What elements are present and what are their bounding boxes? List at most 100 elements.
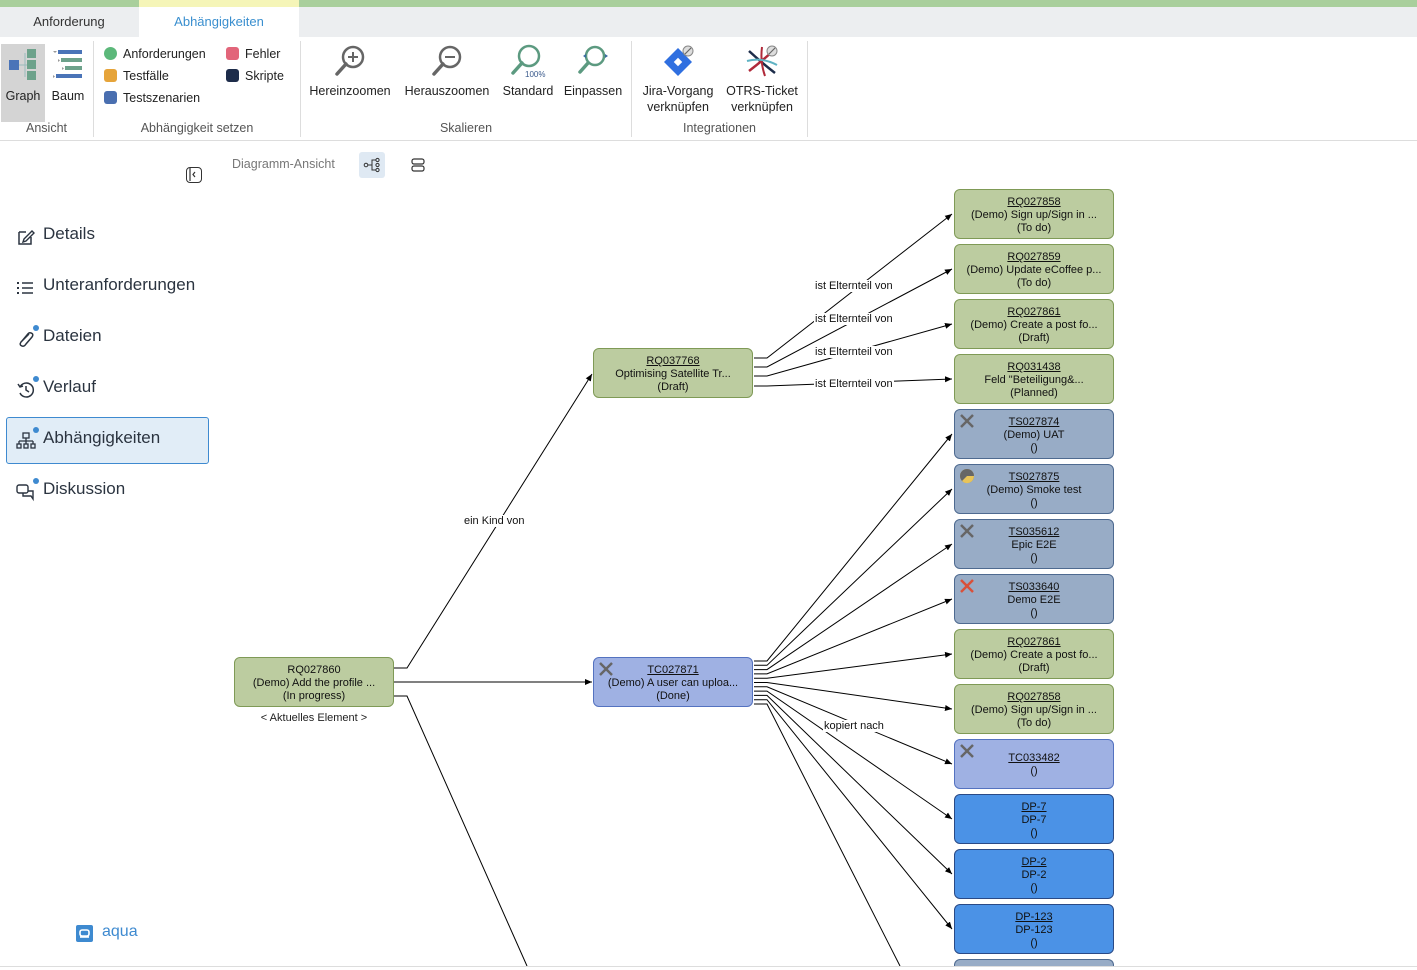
node-status: (Draft) bbox=[1018, 332, 1050, 344]
notification-dot bbox=[33, 478, 39, 484]
graph-view-button[interactable]: Graph bbox=[1, 44, 45, 122]
jira-link-button[interactable]: Jira-Vorgang verknüpfen bbox=[638, 43, 718, 115]
node-id-link[interactable]: RQ027861 bbox=[1007, 636, 1061, 648]
diagram-view-button[interactable] bbox=[359, 152, 385, 178]
graph-node-partial[interactable] bbox=[954, 959, 1114, 967]
sidebar-label-details: Details bbox=[43, 224, 95, 243]
ribbon-toolbar: Graph Baum Ansicht Anforderungen Testfäl… bbox=[0, 37, 1417, 141]
collapse-sidebar-button[interactable] bbox=[186, 167, 202, 183]
node-title: (Demo) Update eCoffee p... bbox=[966, 264, 1102, 276]
node-id-link[interactable]: DP-7 bbox=[1021, 801, 1047, 813]
sidebar-item-abhaengigkeiten[interactable]: Abhängigkeiten bbox=[6, 417, 209, 464]
top-accent-bar bbox=[0, 0, 1417, 7]
node-id-link[interactable]: TS033640 bbox=[1008, 581, 1060, 593]
node-title: DP-7 bbox=[1021, 814, 1047, 826]
defects-label: Fehler bbox=[245, 47, 281, 61]
graph-node-req[interactable]: RQ027859(Demo) Update eCoffee p...(To do… bbox=[954, 244, 1114, 294]
sidebar-item-verlauf[interactable]: Verlauf bbox=[6, 366, 209, 413]
ribbon-group-integrationen: Jira-Vorgang verknüpfen OTRS-Ticket verk… bbox=[632, 41, 808, 137]
node-id-link[interactable]: RQ037768 bbox=[646, 355, 700, 367]
set-testscenario-dependency-button[interactable]: Testszenarien bbox=[104, 89, 200, 107]
node-id-link[interactable]: TC027871 bbox=[647, 664, 699, 676]
graph-node-req[interactable]: RQ027858(Demo) Sign up/Sign in ...(To do… bbox=[954, 684, 1114, 734]
graph-node-root[interactable]: RQ027860 (Demo) Add the profile ... (In … bbox=[234, 657, 394, 707]
sidebar-label-unteranforderungen: Unteranforderungen bbox=[43, 275, 196, 294]
edit-icon bbox=[18, 230, 35, 245]
notification-dot bbox=[33, 376, 39, 382]
node-id-link[interactable]: RQ027858 bbox=[1007, 691, 1061, 703]
graph-node-req[interactable]: RQ027858(Demo) Sign up/Sign in ...(To do… bbox=[954, 189, 1114, 239]
notification-dot bbox=[33, 325, 39, 331]
sidebar-label-abhaengigkeiten: Abhängigkeiten bbox=[43, 428, 161, 447]
testcase-icon bbox=[104, 69, 117, 82]
status-not-run-icon bbox=[960, 414, 974, 428]
graph-node-ts[interactable]: TS027874(Demo) UAT() bbox=[954, 409, 1114, 459]
zoom-reset-button[interactable]: 100% Standard bbox=[501, 43, 555, 99]
node-id-link[interactable]: TS035612 bbox=[1008, 526, 1060, 538]
node-status: () bbox=[1030, 882, 1038, 894]
graph-node-req[interactable]: RQ027861(Demo) Create a post fo...(Draft… bbox=[954, 299, 1114, 349]
zoom-in-button[interactable]: Hereinzoomen bbox=[307, 43, 393, 99]
node-id-link[interactable]: TC033482 bbox=[1008, 752, 1060, 764]
graph-node-testcase[interactable]: TC027871 (Demo) A user can uploa... (Don… bbox=[593, 657, 753, 707]
node-title: (Demo) Sign up/Sign in ... bbox=[971, 704, 1097, 716]
zoom-fit-button[interactable]: Einpassen bbox=[561, 43, 625, 99]
set-requirement-dependency-button[interactable]: Anforderungen bbox=[104, 45, 206, 63]
tab-anforderung[interactable]: Anforderung bbox=[33, 14, 105, 29]
edge-testcase-link bbox=[754, 690, 953, 820]
graph-node-parent[interactable]: RQ037768 Optimising Satellite Tr... (Dra… bbox=[593, 348, 753, 398]
dependency-graph-canvas[interactable] bbox=[220, 185, 1417, 966]
node-id-link[interactable]: DP-2 bbox=[1021, 856, 1047, 868]
history-icon bbox=[17, 382, 35, 398]
diagram-view-icon bbox=[363, 157, 380, 173]
node-status: () bbox=[1030, 552, 1038, 564]
graph-node-tc[interactable]: TC033482() bbox=[954, 739, 1114, 789]
node-status: () bbox=[1030, 497, 1038, 509]
node-id-link[interactable]: TS027874 bbox=[1008, 416, 1060, 428]
sidebar-label-verlauf: Verlauf bbox=[43, 377, 96, 396]
node-id-link[interactable]: TS027875 bbox=[1008, 471, 1060, 483]
sidebar-item-unteranforderungen[interactable]: Unteranforderungen bbox=[6, 264, 209, 311]
zoom-out-button[interactable]: Herauszoomen bbox=[401, 43, 493, 99]
dependencies-icon bbox=[16, 432, 36, 449]
tree-view-button[interactable]: Baum bbox=[47, 44, 89, 122]
node-status: (To do) bbox=[1016, 277, 1052, 289]
set-script-dependency-button[interactable]: Skripte bbox=[226, 67, 284, 85]
edge-label-parent-of: ist Elternteil von bbox=[814, 280, 894, 292]
bottom-divider bbox=[0, 966, 1417, 967]
otrs-link-button[interactable]: OTRS-Ticket verknüpfen bbox=[722, 43, 802, 115]
node-status: (In progress) bbox=[282, 690, 346, 702]
tab-abhaengigkeiten[interactable]: Abhängigkeiten bbox=[139, 7, 299, 37]
node-id-link[interactable]: DP-123 bbox=[1015, 911, 1053, 923]
set-testcase-dependency-button[interactable]: Testfälle bbox=[104, 67, 169, 85]
node-status: (Draft) bbox=[1018, 662, 1050, 674]
otrs-link-icon bbox=[746, 45, 778, 77]
edge-root-downward bbox=[394, 695, 528, 966]
edge-testcase-link bbox=[754, 699, 953, 930]
node-id-link[interactable]: RQ027858 bbox=[1007, 196, 1061, 208]
set-defect-dependency-button[interactable]: Fehler bbox=[226, 45, 280, 63]
sidebar-item-diskussion[interactable]: Diskussion bbox=[6, 468, 209, 515]
sidebar-item-dateien[interactable]: Dateien bbox=[6, 315, 209, 362]
list-view-button[interactable] bbox=[405, 152, 431, 178]
node-id-link[interactable]: RQ027861 bbox=[1007, 306, 1061, 318]
node-id-link[interactable]: RQ031438 bbox=[1007, 361, 1061, 373]
group-label-integrationen: Integrationen bbox=[683, 121, 756, 135]
edge-label-parent-of: ist Elternteil von bbox=[814, 378, 894, 390]
group-label-abhaengigkeit: Abhängigkeit setzen bbox=[140, 121, 254, 135]
graph-node-req[interactable]: RQ027861(Demo) Create a post fo...(Draft… bbox=[954, 629, 1114, 679]
sidebar-item-details[interactable]: Details bbox=[6, 213, 209, 260]
graph-node-ts[interactable]: TS027875(Demo) Smoke test() bbox=[954, 464, 1114, 514]
status-partial-icon bbox=[960, 469, 975, 484]
edge-testcase-link bbox=[754, 433, 953, 662]
node-title: (Demo) A user can uploa... bbox=[607, 677, 739, 689]
current-element-label: < Aktuelles Element > bbox=[260, 712, 368, 724]
node-id-link[interactable]: RQ027859 bbox=[1007, 251, 1061, 263]
edge-label-parent-of: ist Elternteil von bbox=[814, 346, 894, 358]
